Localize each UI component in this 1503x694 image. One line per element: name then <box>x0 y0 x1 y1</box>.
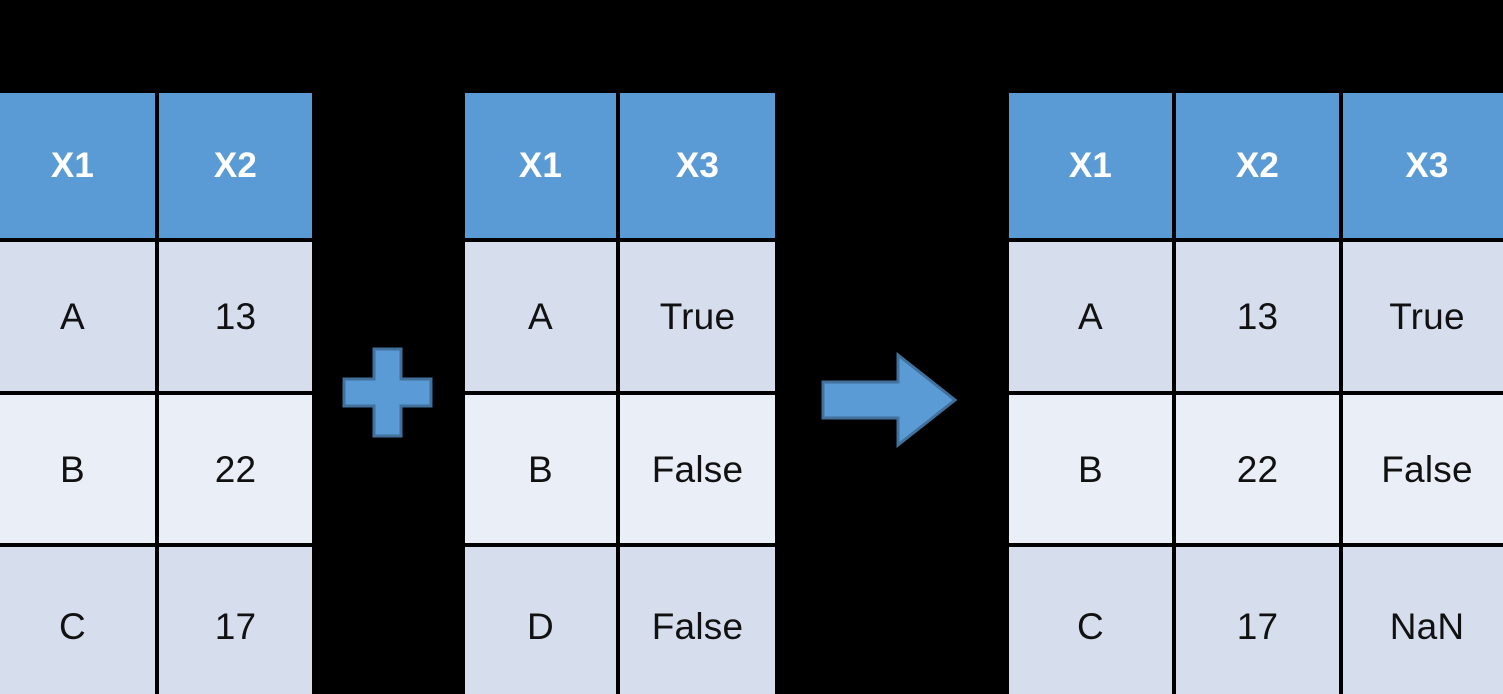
column-header-x3: X3 <box>1343 93 1503 238</box>
table-cell: True <box>620 242 775 391</box>
table-cell: 22 <box>1176 395 1339 543</box>
column-header-x1: X1 <box>0 93 155 238</box>
table-cell: False <box>1343 395 1503 543</box>
table-cell: 13 <box>159 242 312 391</box>
table-cell: A <box>0 242 155 391</box>
table-cell: 13 <box>1176 242 1339 391</box>
table-cell: NaN <box>1343 547 1503 694</box>
table-cell: A <box>465 242 616 391</box>
table-cell: D <box>465 547 616 694</box>
column-header-x2: X2 <box>159 93 312 238</box>
table-cell: A <box>1009 242 1172 391</box>
table-cell: C <box>0 547 155 694</box>
column-header-x1: X1 <box>465 93 616 238</box>
table-cell: True <box>1343 242 1503 391</box>
table-cell: B <box>1009 395 1172 543</box>
table-cell: B <box>465 395 616 543</box>
column-header-x3: X3 <box>620 93 775 238</box>
table-cell: 17 <box>1176 547 1339 694</box>
table-cell: False <box>620 547 775 694</box>
table-cell: False <box>620 395 775 543</box>
table-cell: C <box>1009 547 1172 694</box>
plus-icon <box>340 345 435 440</box>
table-cell: 17 <box>159 547 312 694</box>
table-cell: B <box>0 395 155 543</box>
table-cell: 22 <box>159 395 312 543</box>
column-header-x2: X2 <box>1176 93 1339 238</box>
column-header-x1: X1 <box>1009 93 1172 238</box>
right-arrow-icon <box>820 351 958 449</box>
